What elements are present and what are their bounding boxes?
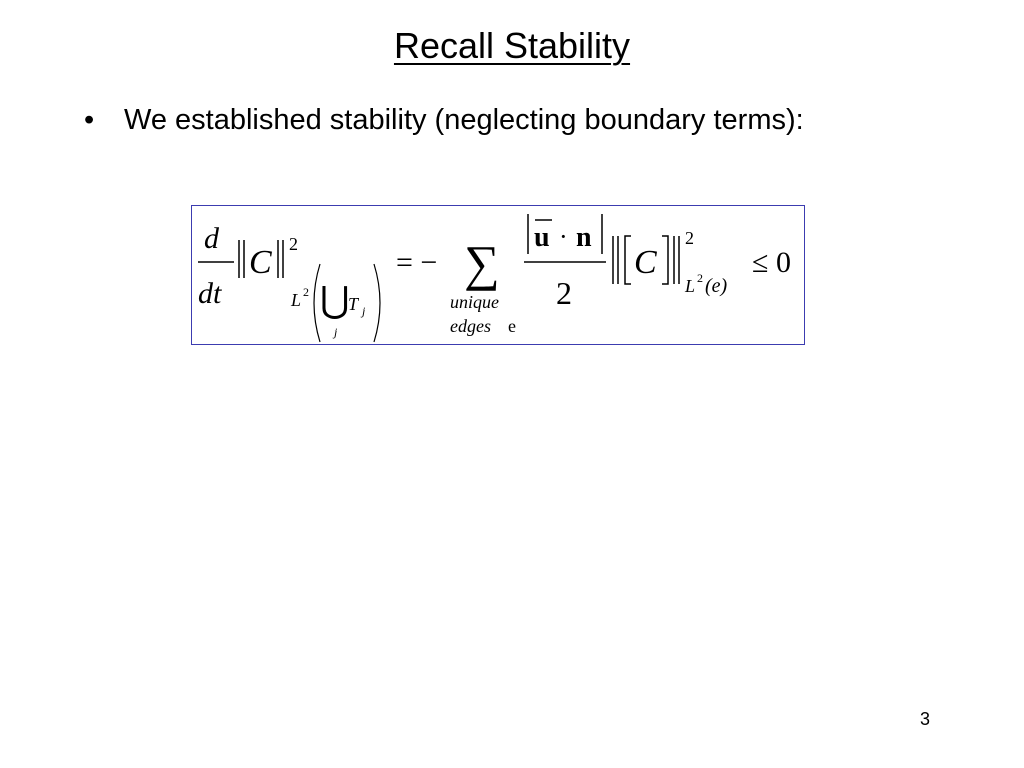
- eq-paren-e: (e): [705, 275, 728, 297]
- bullet-text: We established stability (neglecting bou…: [124, 104, 804, 136]
- eq-n: n: [576, 222, 592, 253]
- eq-L-e: L: [684, 276, 695, 296]
- eq-T: T: [348, 294, 360, 314]
- equation-box: d dt C 2 L 2 ⋃ T j j = − ∑ unique edges …: [191, 205, 805, 345]
- eq-left-paren: [313, 263, 321, 343]
- eq-dot: ·: [559, 222, 568, 251]
- eq-jump-bracket-right: [662, 235, 669, 285]
- eq-L: L: [290, 290, 301, 310]
- eq-d: d: [204, 222, 220, 255]
- bullet-marker: •: [84, 104, 95, 136]
- eq-jump-square-superscript: 2: [685, 228, 694, 248]
- slide-number: 3: [920, 709, 931, 729]
- eq-sum-edges: edges: [450, 316, 491, 336]
- eq-union: ⋃: [320, 280, 350, 320]
- slide-title: Recall Stability: [393, 25, 631, 66]
- eq-T-sub-j: j: [360, 304, 366, 318]
- eq-le-zero: ≤ 0: [752, 246, 791, 279]
- eq-sum-e: e: [508, 316, 516, 336]
- eq-L-square: 2: [303, 285, 309, 299]
- eq-denominator-2: 2: [556, 275, 572, 311]
- stability-equation: d dt C 2 L 2 ⋃ T j j = − ∑ unique edges …: [198, 214, 791, 343]
- eq-right-paren: [373, 263, 381, 343]
- eq-jump-bracket-left: [624, 235, 631, 285]
- eq-C: C: [249, 244, 272, 281]
- eq-sum-unique: unique: [450, 292, 499, 312]
- bullet-item: • We established stability (neglecting bo…: [84, 100, 804, 140]
- eq-L-e-square: 2: [697, 271, 703, 285]
- eq-union-sub-j: j: [332, 325, 338, 339]
- eq-square-superscript: 2: [289, 234, 298, 254]
- eq-equals-minus: = −: [396, 246, 437, 279]
- eq-jump-C: C: [634, 244, 657, 281]
- eq-sum: ∑: [464, 235, 500, 291]
- eq-u: u: [534, 222, 550, 253]
- eq-dt: dt: [198, 277, 222, 310]
